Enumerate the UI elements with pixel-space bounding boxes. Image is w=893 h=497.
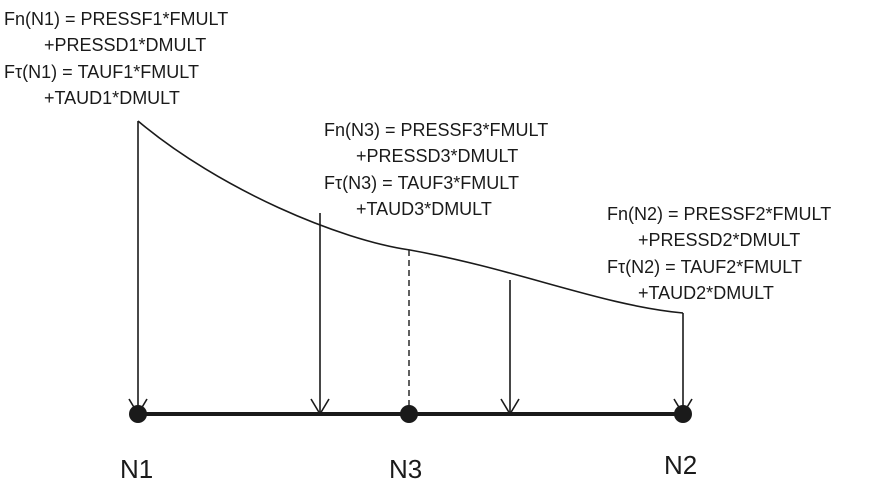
force-arrow-n1 [128,121,148,416]
formula-n3-normal: Fn(N3) = PRESSF3*FMULT [324,120,548,140]
formula-n2-shear-cont: +TAUD2*DMULT [638,283,774,303]
formula-n3-tau-symbol: τ [335,173,342,193]
node-n2-dot [674,405,692,423]
force-arrow-left-middle [310,213,330,416]
formula-block-n1: Fn(N1) = PRESSF1*FMULT +PRESSD1*DMULT Fτ… [4,9,228,108]
formula-n3-shear: Fτ(N3) = TAUF3*FMULT [324,173,519,193]
formula-n2-normal-cont: +PRESSD2*DMULT [638,230,800,250]
pressure-curve [137,120,684,314]
formula-n3-shear-prefix: F [324,173,335,193]
formula-block-n3: Fn(N3) = PRESSF3*FMULT +PRESSD3*DMULT Fτ… [324,120,548,219]
formula-n1-tau-symbol: τ [15,62,22,82]
node-label-n1: N1 [120,454,153,484]
force-arrow-right-middle [500,280,520,416]
node-n1-dot [129,405,147,423]
formula-n2-shear-prefix: F [607,257,618,277]
formula-n2-shear: Fτ(N2) = TAUF2*FMULT [607,257,802,277]
formula-n3-shear-rest: (N3) = TAUF3*FMULT [342,173,519,193]
formula-n1-shear: Fτ(N1) = TAUF1*FMULT [4,62,199,82]
formula-n1-normal-cont: +PRESSD1*DMULT [44,35,206,55]
formula-n2-normal: Fn(N2) = PRESSF2*FMULT [607,204,831,224]
formula-block-n2: Fn(N2) = PRESSF2*FMULT +PRESSD2*DMULT Fτ… [607,204,831,303]
node-label-n2: N2 [664,450,697,480]
formula-n2-shear-rest: (N2) = TAUF2*FMULT [625,257,802,277]
formula-n3-shear-cont: +TAUD3*DMULT [356,199,492,219]
formula-n1-shear-rest: (N1) = TAUF1*FMULT [22,62,199,82]
formula-n1-shear-cont: +TAUD1*DMULT [44,88,180,108]
formula-n1-shear-prefix: F [4,62,15,82]
formula-n3-normal-cont: +PRESSD3*DMULT [356,146,518,166]
node-n3-dot [400,405,418,423]
formula-n2-tau-symbol: τ [618,257,625,277]
formula-n1-normal: Fn(N1) = PRESSF1*FMULT [4,9,228,29]
node-label-n3: N3 [389,454,422,484]
